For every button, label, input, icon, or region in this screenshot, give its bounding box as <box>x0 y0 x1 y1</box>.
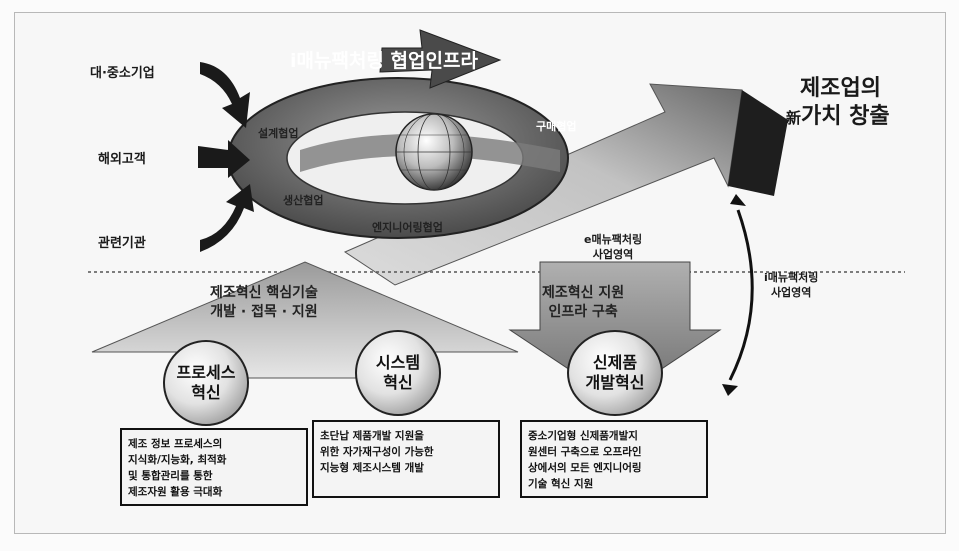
cycle-item-purchase: 구매협업 <box>536 120 577 133</box>
source-label-overseas: 해외고객 <box>98 152 146 167</box>
cycle-item-production: 생산협업 <box>283 194 324 207</box>
outcome-title-line2: 新가치 창출 <box>786 98 890 130</box>
source-label-companies: 대·중소기업 <box>90 66 155 81</box>
cycle-item-engineering: 엔지니어링협업 <box>372 221 443 234</box>
infra-arrow-label: 제조혁신 지원 인프라 구축 <box>542 285 625 320</box>
outcome-title-line1: 제조업의 <box>800 76 881 101</box>
cycle-title: i매뉴팩처링 협업인프라 <box>290 50 478 72</box>
source-arrow-3 <box>200 184 254 252</box>
outcome-prefix: 新 <box>786 109 802 127</box>
outcome-value: 가치 창출 <box>801 104 890 129</box>
cycle-item-design: 설계협업 <box>258 127 299 140</box>
curved-double-arrow <box>728 209 754 381</box>
e-manufacturing-area: e매뉴팩처링 사업영역 <box>584 233 643 261</box>
new-product-innovation-circle: 신제품 개발혁신 <box>567 330 663 416</box>
process-innovation-circle: 프로세스 혁신 <box>163 340 249 426</box>
system-innovation-circle: 시스템 혁신 <box>355 330 441 416</box>
process-innovation-desc: 제조 정보 프로세스의 지식화/지능화, 최적화 및 통합관리를 통한 제조자원… <box>120 428 308 506</box>
cycle-arrow-head <box>379 29 502 89</box>
system-innovation-desc: 초단납 제품개발 지원을 위한 자가재구성이 가능한 지능형 제조시스템 개발 <box>312 420 500 498</box>
source-label-agencies: 관련기관 <box>98 236 146 251</box>
tech-arrow-label: 제조혁신 핵심기술 개발 · 접목 · 지원 <box>210 285 318 320</box>
new-product-innovation-desc: 중소기업형 신제품개발지 원센터 구축으로 오프라인 상에서의 모든 엔지니어링… <box>520 420 708 498</box>
arrow-shadow-plate <box>728 90 788 196</box>
source-arrow-1 <box>200 62 250 128</box>
source-arrow-2 <box>198 140 250 178</box>
i-manufacturing-area: i매뉴팩처링 사업영역 <box>764 271 819 299</box>
